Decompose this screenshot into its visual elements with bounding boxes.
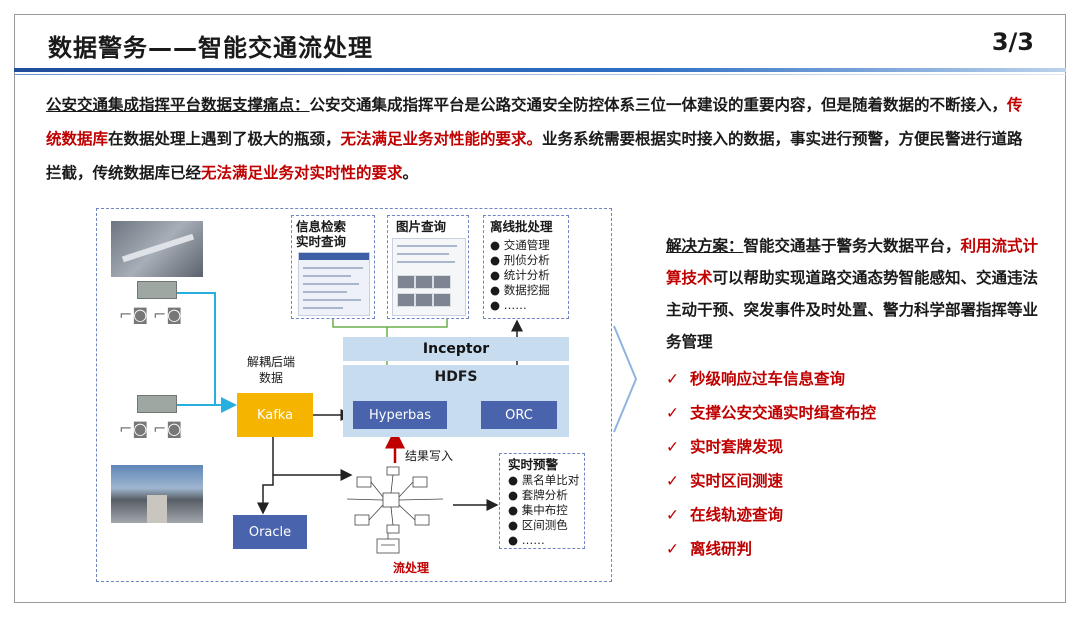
camera-icons-top: ⌐◙ ⌐◙ (119, 305, 182, 324)
list-item: ● 黑名单比对 (508, 473, 580, 487)
list-item: ● 刑侦分析 (490, 253, 550, 267)
intro-highlight-1: 传统数据库 (46, 96, 1023, 148)
check-icon: ✓ (666, 404, 679, 422)
solution-checklist: ✓秒级响应过车信息查询 ✓支撑公安交通实时缉查布控 ✓实时套牌发现 ✓实时区间测… (666, 362, 1046, 566)
list-item: ● 套牌分析 (508, 488, 568, 502)
hdfs-label: HDFS (434, 369, 478, 385)
decouple-label-2: 数据 (259, 371, 284, 385)
list-item: ● 区间测色 (508, 518, 568, 532)
check-icon: ✓ (666, 472, 679, 490)
list-item: ● 统计分析 (490, 268, 550, 282)
camera-icons-bottom: ⌐◙ ⌐◙ (119, 419, 182, 438)
server-icon-top (137, 281, 177, 299)
list-item: ● 集中布控 (508, 503, 568, 517)
list-item: ● …… (508, 533, 545, 547)
list-item: ● 数据挖掘 (490, 283, 550, 297)
check-icon: ✓ (666, 438, 679, 456)
stream-label: 流处理 (393, 561, 430, 575)
list-item: ● …… (490, 298, 527, 312)
highway-photo-bottom (111, 465, 203, 523)
inceptor-layer: Inceptor (343, 337, 569, 361)
check-icon: ✓ (666, 370, 679, 388)
intro-text-1: 公安交通集成指挥平台是公路交通安全防控体系三位一体建设的重要内容，但是随着数据的… (309, 96, 1008, 114)
list-item: ● 交通管理 (490, 238, 550, 252)
panel-realtime-alert-title: 实时预警 (508, 457, 559, 472)
panel-realtime-alert: 实时预警 ● 黑名单比对 ● 套牌分析 ● 集中布控 ● 区间测色 ● …… (499, 453, 585, 549)
decouple-label-1: 解耦后端 (247, 355, 296, 369)
check-item: ✓支撑公安交通实时缉查布控 (666, 396, 1046, 430)
arrow-kafka-oracle (257, 475, 274, 515)
green-link-panels (332, 319, 448, 328)
kafka-box: Kafka (237, 393, 313, 437)
page-title: 数据警务——智能交通流处理 (48, 34, 373, 62)
stream-graph (346, 466, 444, 554)
panel-offline-batch-title: 离线批处理 (490, 219, 553, 234)
page-number: 3/3 (991, 28, 1034, 56)
chevron-right-icon (613, 325, 638, 433)
orc-box: ORC (481, 401, 557, 429)
panel-info-search-title-2: 实时查询 (296, 234, 347, 249)
intro-text-2: 在数据处理上遇到了极大的瓶颈， (108, 130, 341, 148)
intro-text-4: 。 (402, 164, 419, 182)
alert-list: ● 黑名单比对 ● 套牌分析 ● 集中布控 ● 区间测色 ● …… (508, 473, 579, 548)
solution-highlight: 利用流式计算技术 (666, 237, 1039, 287)
oracle-box: Oracle (233, 515, 307, 549)
title-underline (14, 68, 1066, 72)
check-icon: ✓ (666, 540, 679, 558)
solution-heading: 解决方案： (666, 237, 744, 255)
panel-info-search: 信息检索 实时查询 (291, 215, 375, 319)
title-underline-thin (14, 74, 1066, 75)
intro-highlight-3: 无法满足业务对实时性的要求 (201, 164, 403, 182)
intro-heading: 公安交通集成指挥平台数据支撑痛点： (46, 96, 310, 114)
panel-image-query: 图片查询 (387, 215, 469, 319)
solution-text: 解决方案：智能交通基于警务大数据平台，利用流式计算技术可以帮助实现道路交通态势智… (666, 237, 1039, 351)
batch-list: ● 交通管理 ● 刑侦分析 ● 统计分析 ● 数据挖掘 ● …… (490, 238, 550, 313)
check-item: ✓在线轨迹查询 (666, 498, 1046, 532)
highway-photo-top (111, 221, 203, 277)
check-item: ✓离线研判 (666, 532, 1046, 566)
arrow-kafka-stream (272, 437, 353, 481)
image-grid-screenshot (392, 238, 466, 316)
panel-offline-batch: 离线批处理 ● 交通管理 ● 刑侦分析 ● 统计分析 ● 数据挖掘 ● …… (483, 215, 569, 319)
search-screenshot (298, 252, 370, 316)
check-item: ✓实时套牌发现 (666, 430, 1046, 464)
intro-text-3: 业务系统需要根据实时接入的数据，事实进行预警，方便民警进行道路拦截，传统数据库已… (46, 130, 1023, 182)
result-write-label: 结果写入 (405, 449, 454, 463)
panel-image-query-title: 图片查询 (396, 219, 447, 234)
check-item: ✓实时区间测速 (666, 464, 1046, 498)
check-item: ✓秒级响应过车信息查询 (666, 362, 1046, 396)
server-icon-bottom (137, 395, 177, 413)
intro-paragraph: 公安交通集成指挥平台数据支撑痛点：公安交通集成指挥平台是公路交通安全防控体系三位… (46, 88, 1036, 190)
solution-panel: 解决方案：智能交通基于警务大数据平台，利用流式计算技术可以帮助实现道路交通态势智… (666, 230, 1046, 566)
hyperbase-box: Hyperbas (353, 401, 447, 429)
check-icon: ✓ (666, 506, 679, 524)
slide-frame (14, 14, 1066, 603)
panel-info-search-title-1: 信息检索 (296, 219, 347, 234)
architecture-diagram: ⌐◙ ⌐◙ ⌐◙ ⌐◙ 信息检索 实时查询 图片查询 (96, 208, 612, 582)
intro-highlight-2: 无法满足业务对性能的要求。 (340, 130, 543, 148)
